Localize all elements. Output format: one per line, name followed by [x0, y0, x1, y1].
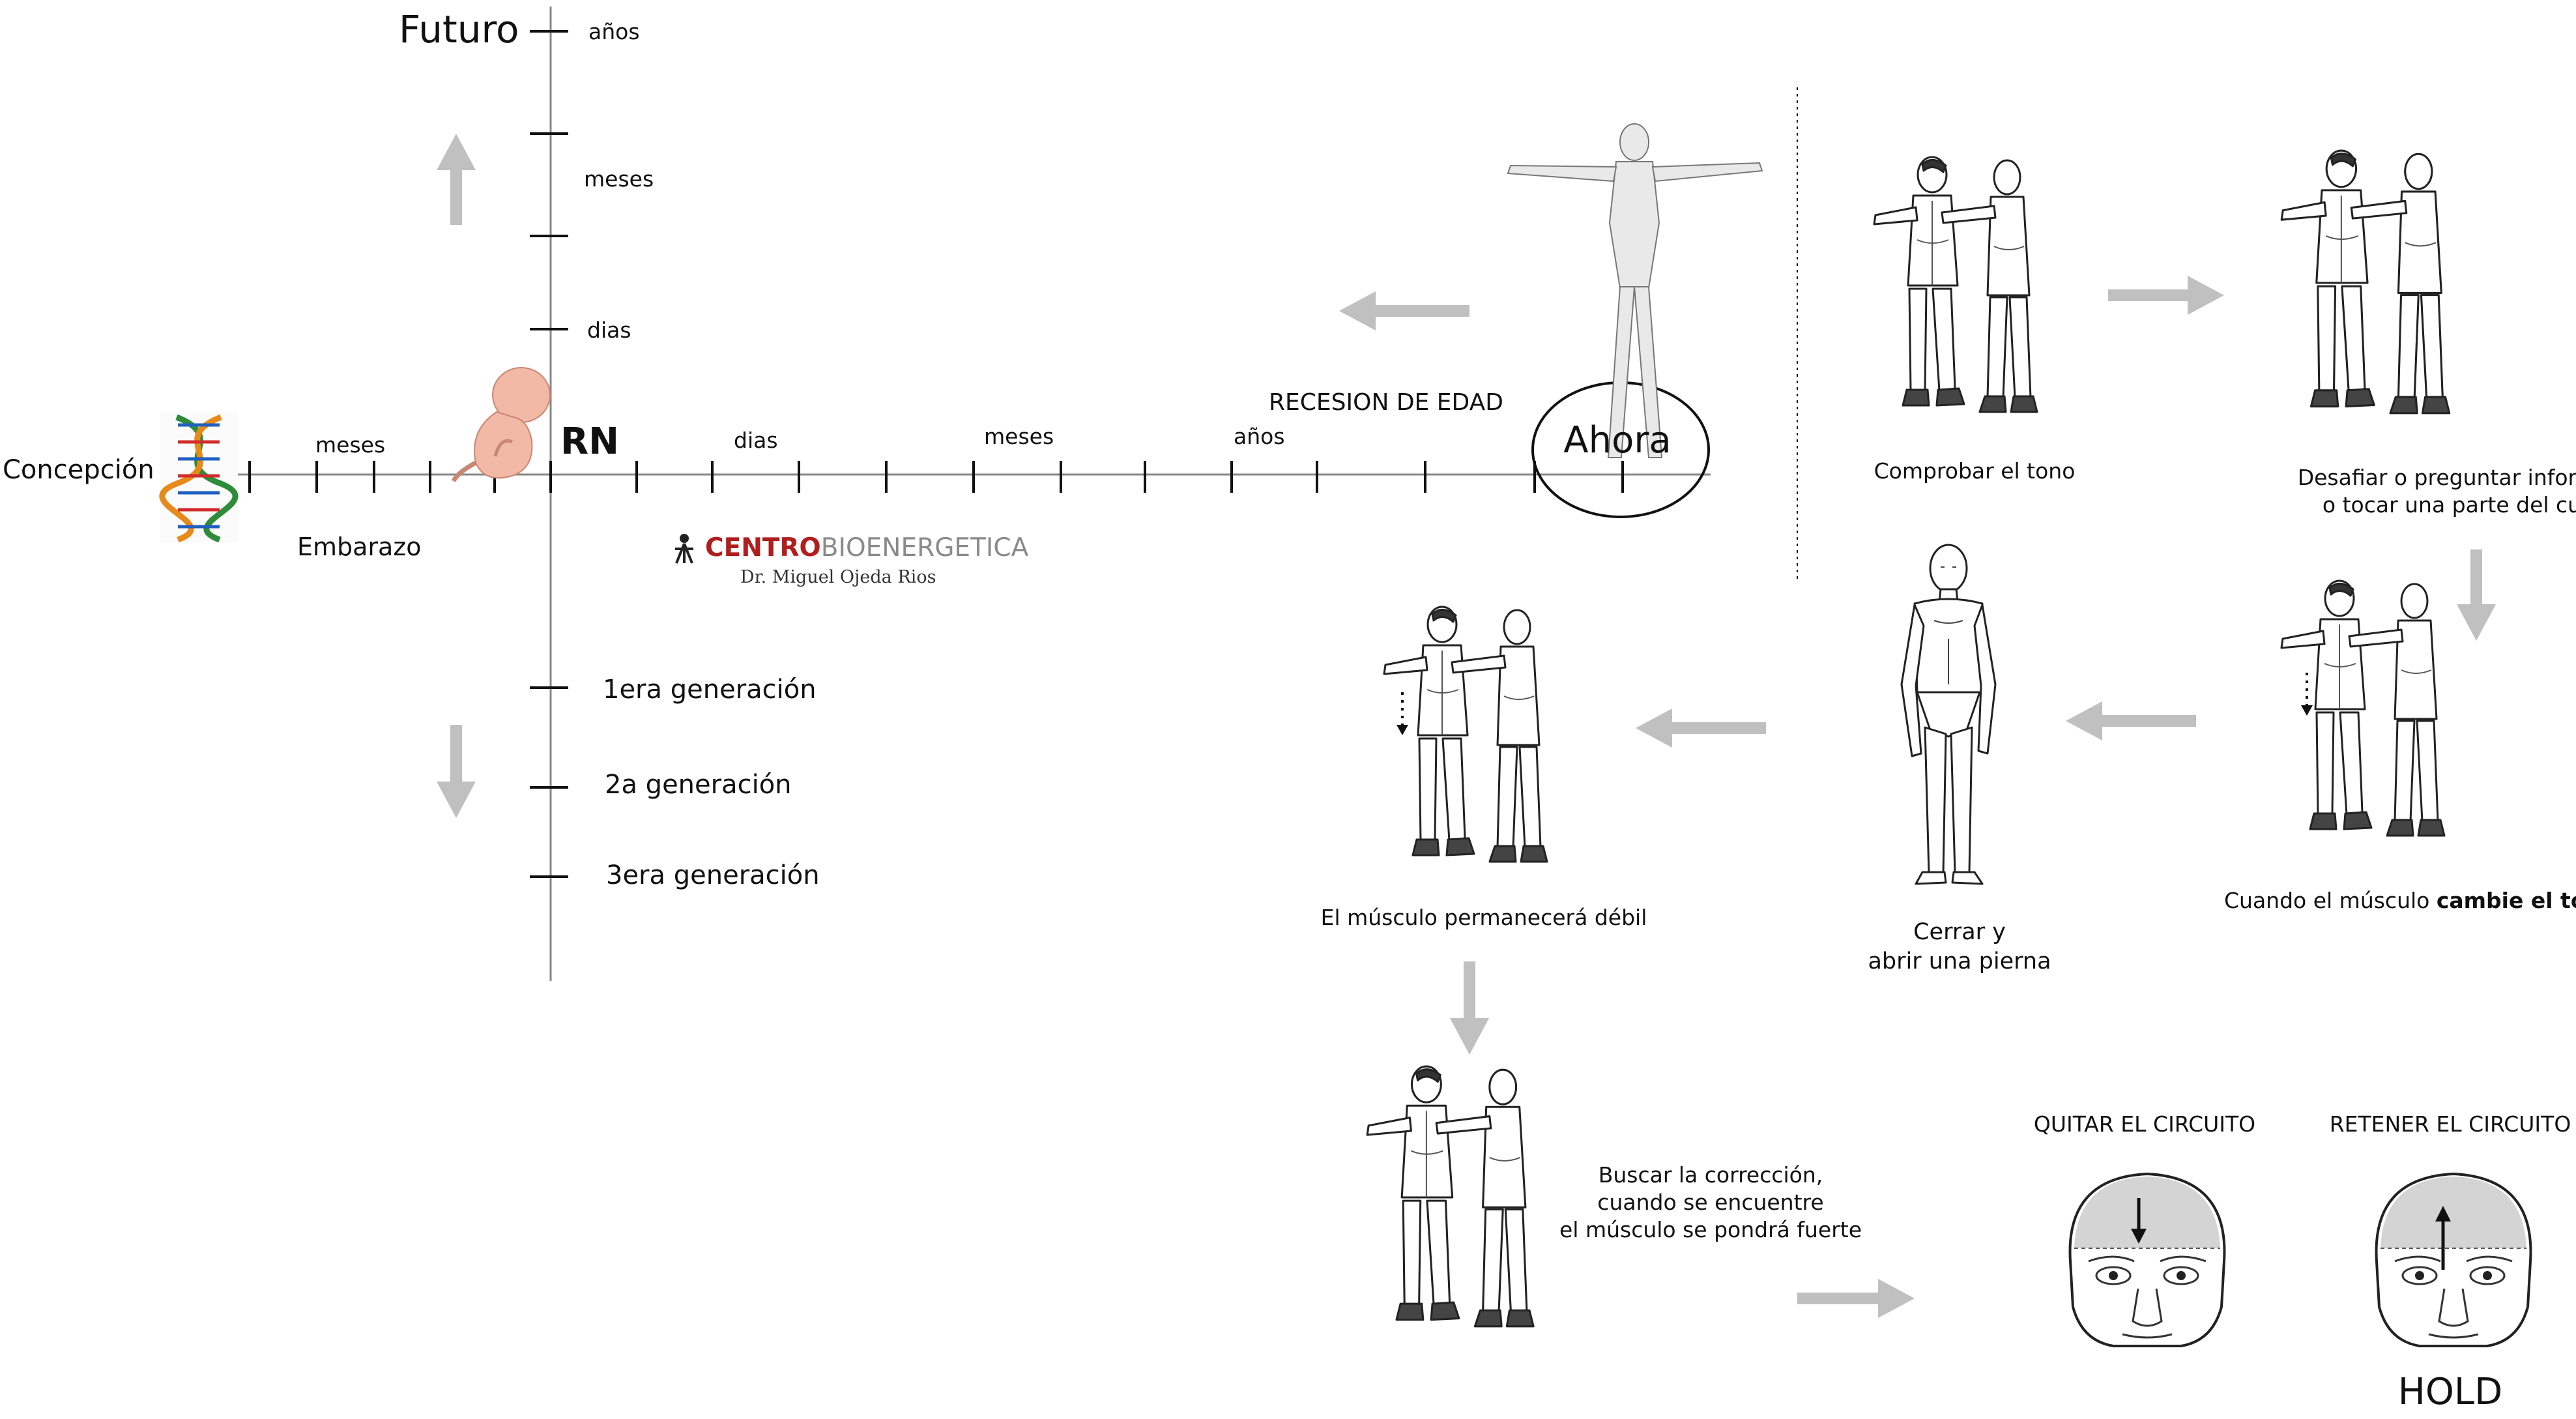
dna-strand-orange — [159, 414, 222, 543]
step-change-label: Cuando el músculo cambie el tono — [2224, 890, 2576, 911]
head-circuit-icon-remove — [2068, 1173, 2226, 1347]
future-tick-label-years: años — [588, 19, 640, 44]
past-generations-arrow-down-head — [437, 782, 476, 818]
age-recession-arrow — [1339, 291, 1469, 330]
standing-man-icon — [1900, 544, 1997, 885]
after-birth-months-label: meses — [984, 424, 1054, 449]
age-recession-arrow-head — [1339, 291, 1376, 330]
muscle-test-icon-challenge — [2280, 149, 2451, 415]
human-right-leg — [1633, 286, 1663, 458]
step-check-label: Comprobar el tono — [1874, 458, 2076, 484]
pregnancy-label: Embarazo — [297, 533, 422, 561]
human-torso — [1608, 161, 1660, 289]
muscle-test-icon-check — [1873, 156, 2038, 413]
newborn-label: RN — [560, 420, 619, 463]
arrow-search-to-circuit — [1797, 1279, 1915, 1318]
after-birth-years-label: años — [1234, 424, 1285, 449]
arrow-weak-to-search — [1450, 961, 1489, 1055]
now-label: Ahora — [1563, 419, 1672, 461]
logo-brand-light: BIOENERGETICA — [820, 533, 1029, 563]
human-right-arm — [1651, 162, 1763, 183]
generation-label-1: 1era generación — [603, 675, 817, 705]
muscle-test-icon-weak — [1383, 606, 1548, 863]
retain-circuit-label: RETENER EL CIRCUITO — [2329, 1111, 2571, 1137]
remove-circuit-arrow-head — [2131, 1229, 2147, 1244]
fetus-body — [474, 411, 533, 479]
step-search-label: Buscar la corrección, cuando se encuentr… — [1559, 1162, 1862, 1243]
human-left-leg — [1607, 286, 1636, 458]
age-recession-label: RECESION DE EDAD — [1269, 389, 1503, 416]
arrow-check-to-challenge-head — [2188, 276, 2224, 315]
arrow-change-to-leg — [2066, 701, 2196, 740]
future-title: Futuro — [399, 7, 519, 51]
arrow-leg-to-weak-head — [1636, 709, 1672, 748]
step-change-prefix: Cuando el músculo — [2224, 888, 2437, 913]
generation-label-2: 2a generación — [605, 770, 792, 800]
arrow-check-to-challenge — [2108, 276, 2224, 315]
logo-icon — [675, 534, 693, 564]
future-tick-label-months: meses — [584, 166, 654, 192]
hold-label: HOLD — [2397, 1371, 2503, 1413]
center-logo: CENTROBIOENERGETICA Dr. Miguel Ojeda Rio… — [666, 527, 1028, 598]
remove-circuit-label: QUITAR EL CIRCUITO — [2033, 1111, 2256, 1137]
logo-brand: CENTROBIOENERGETICA — [705, 533, 1028, 563]
after-birth-days-label: dias — [734, 428, 778, 453]
arrow-challenge-to-change — [2457, 549, 2496, 641]
pregnancy-months-label: meses — [315, 432, 386, 458]
arrow-search-to-circuit-head — [1878, 1279, 1915, 1318]
step-leg-label: Cerrar y abrir una pierna — [1868, 919, 2051, 974]
arrow-leg-to-weak — [1636, 709, 1766, 748]
generation-label-3: 3era generación — [606, 860, 820, 890]
human-figure-icon — [1507, 123, 1763, 458]
origin-label: Concepción — [3, 455, 154, 485]
fetus-icon — [451, 367, 551, 482]
future-tick-label-days: dias — [587, 317, 631, 343]
step-challenge-label: Desafiar o preguntar información o tocar… — [2297, 465, 2576, 518]
step-change-bold: cambie el tono — [2436, 888, 2576, 913]
weakening-arrow-weak — [1395, 691, 1410, 737]
muscle-test-icon-search — [1366, 1065, 1535, 1328]
fetus-arm — [493, 439, 514, 457]
retain-circuit-arrow-head — [2435, 1206, 2451, 1222]
arrow-weak-to-search-head — [1450, 1018, 1489, 1055]
human-head — [1619, 123, 1649, 161]
logo-doctor: Dr. Miguel Ojeda Rios — [740, 567, 936, 587]
dna-icon — [159, 412, 239, 543]
future-arrow-up-head — [437, 134, 476, 170]
fetus-leg — [451, 460, 477, 482]
arrow-change-to-leg-head — [2066, 701, 2102, 740]
future-arrow-up — [437, 134, 476, 225]
human-left-arm — [1507, 164, 1617, 183]
logo-brand-bold: CENTRO — [705, 533, 821, 563]
past-generations-arrow-down — [437, 725, 476, 818]
arrow-challenge-to-change-head — [2457, 604, 2496, 641]
weakening-arrow-change — [2300, 671, 2314, 717]
remove-circuit-arrow — [2131, 1198, 2147, 1244]
retain-circuit-arrow — [2435, 1206, 2451, 1270]
step-weak-label: El músculo permanecerá débil — [1320, 905, 1647, 930]
head-circuit-icon-retain — [2375, 1173, 2532, 1347]
